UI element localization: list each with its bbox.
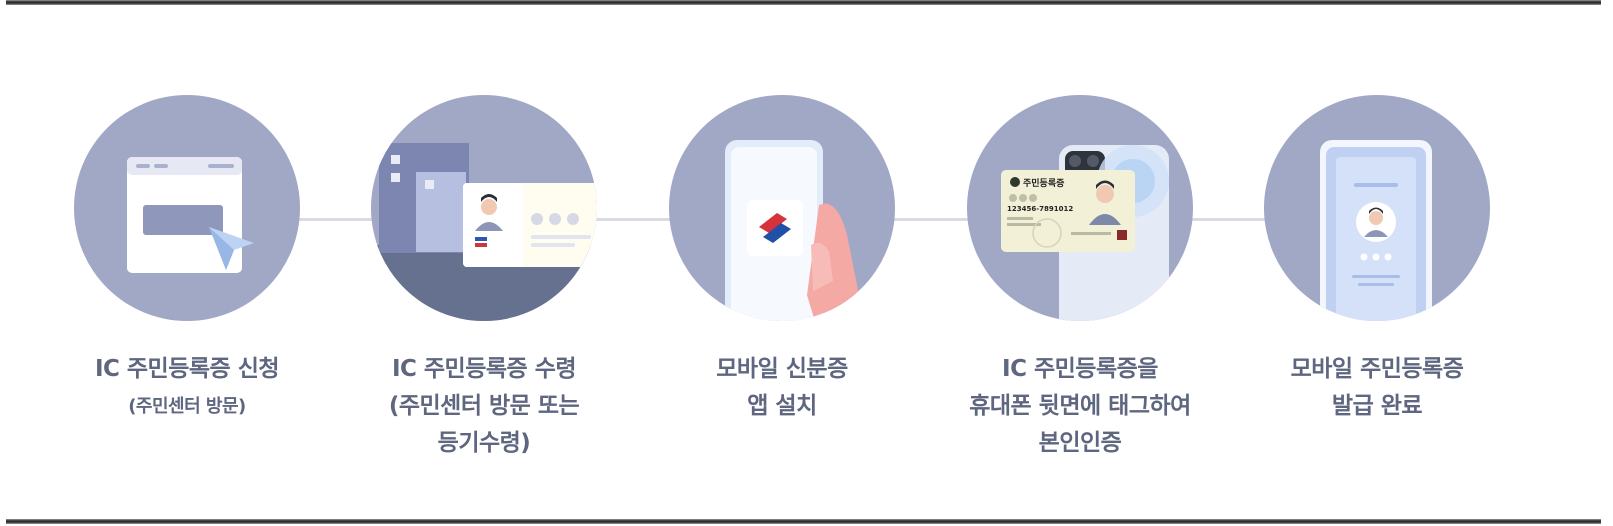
step-install-circle	[669, 95, 895, 321]
step-done-circle	[1264, 95, 1490, 321]
step-apply-label: IC 주민등록증 신청 (주민센터 방문)	[94, 356, 280, 417]
step-apply-circle	[74, 95, 300, 321]
card-title: 주민등록증	[1023, 177, 1064, 189]
step-verify: 주민등록증 123456-7891012 IC 주민등록증을 휴대폰 뒷면에 태…	[930, 95, 1230, 462]
step-done: 모바일 주민등록증 발급 완료	[1227, 95, 1527, 425]
step-receive: IC 주민등록증 수령 (주민센터 방문 또는 등기수령)	[334, 95, 634, 462]
browser-window-icon	[127, 157, 254, 273]
step-install: 모바일 신분증 앱 설치	[632, 95, 932, 425]
bottom-divider	[6, 519, 1601, 524]
step-verify-circle: 주민등록증 123456-7891012	[967, 95, 1193, 321]
card-number: 123456-7891012	[1007, 205, 1073, 213]
step-receive-circle	[371, 95, 597, 321]
step-receive-label: IC 주민등록증 수령 (주민센터 방문 또는 등기수령)	[388, 356, 580, 456]
nfc-tag-icon: 주민등록증 123456-7891012	[1001, 145, 1169, 321]
phone-app-icon	[725, 140, 859, 321]
step-apply: IC 주민등록증 신청 (주민센터 방문)	[37, 95, 337, 425]
top-divider	[6, 0, 1601, 5]
id-card-building-icon	[371, 143, 597, 321]
step-install-label: 모바일 신분증 앱 설치	[716, 356, 848, 419]
step-verify-label: IC 주민등록증을 휴대폰 뒷면에 태그하여 본인인증	[969, 356, 1191, 456]
step-done-label: 모바일 주민등록증 발급 완료	[1290, 356, 1464, 419]
mobile-id-complete-icon	[1320, 140, 1432, 321]
